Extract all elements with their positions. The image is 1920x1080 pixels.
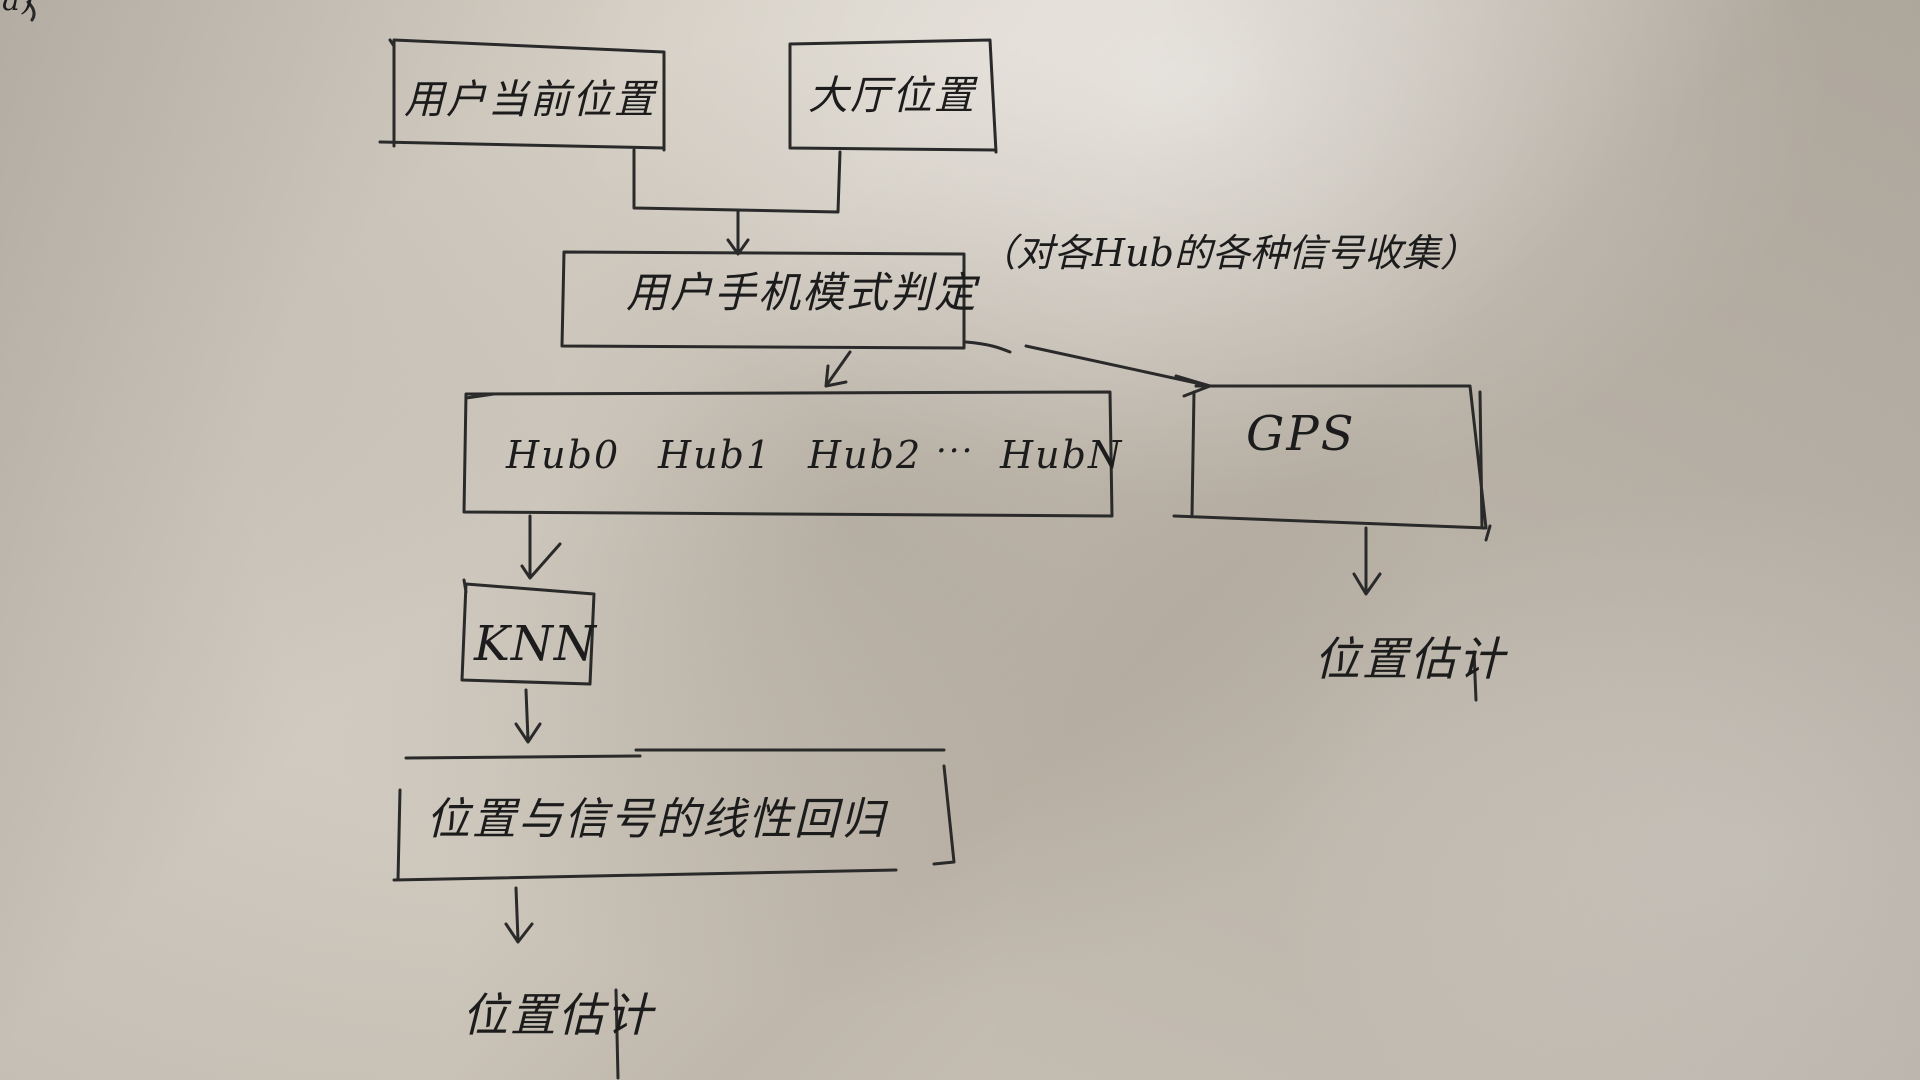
- corner-mark: a): [2, 0, 36, 18]
- hub-list: Hub0 Hub1 Hub2 ··· HubN: [500, 431, 1121, 486]
- hub-0: Hub0: [506, 433, 621, 477]
- box-phone-mode-outline: [560, 250, 966, 350]
- arrow-mode-to-gps: [964, 340, 1212, 398]
- output-left-label: 位置估计: [462, 988, 654, 1042]
- box-hubs-outline: [462, 390, 1114, 518]
- box-user-location-outline: [378, 38, 666, 152]
- annotation-signal-collection: （对各Hub的各种信号收集）: [978, 231, 1478, 275]
- corner-mark-stroke: [26, 0, 36, 22]
- box-gps-outline: [1172, 384, 1492, 542]
- box-knn-outline: [460, 578, 596, 686]
- arrow-mode-to-hubs: [824, 350, 852, 388]
- arrow-regression-to-output: [504, 886, 534, 944]
- gps-label: GPS: [1246, 406, 1356, 462]
- hub-ellipsis: ···: [936, 431, 975, 471]
- hub-2: Hub2: [808, 433, 923, 477]
- arrow-gps-to-output: [1352, 526, 1382, 596]
- arrow-hubs-to-knn: [520, 514, 562, 580]
- knn-label: KNN: [474, 616, 597, 672]
- box-regression-outline: [392, 748, 956, 882]
- user-location-label: 用户当前位置: [404, 77, 656, 123]
- stroke-output-right-tail: [1472, 650, 1478, 702]
- box-hall-location-outline: [788, 38, 998, 154]
- hub-1: Hub1: [658, 433, 773, 477]
- connector-top: [632, 148, 842, 254]
- phone-mode-label: 用户手机模式判定: [626, 268, 979, 317]
- arrow-knn-to-regression: [514, 688, 542, 744]
- output-right-label: 位置估计: [1314, 632, 1506, 686]
- regression-label: 位置与信号的线性回归: [426, 794, 886, 845]
- stroke-output-left-tail: [614, 988, 620, 1080]
- hub-n: HubN: [1000, 433, 1124, 477]
- hall-location-label: 大厅位置: [808, 73, 976, 119]
